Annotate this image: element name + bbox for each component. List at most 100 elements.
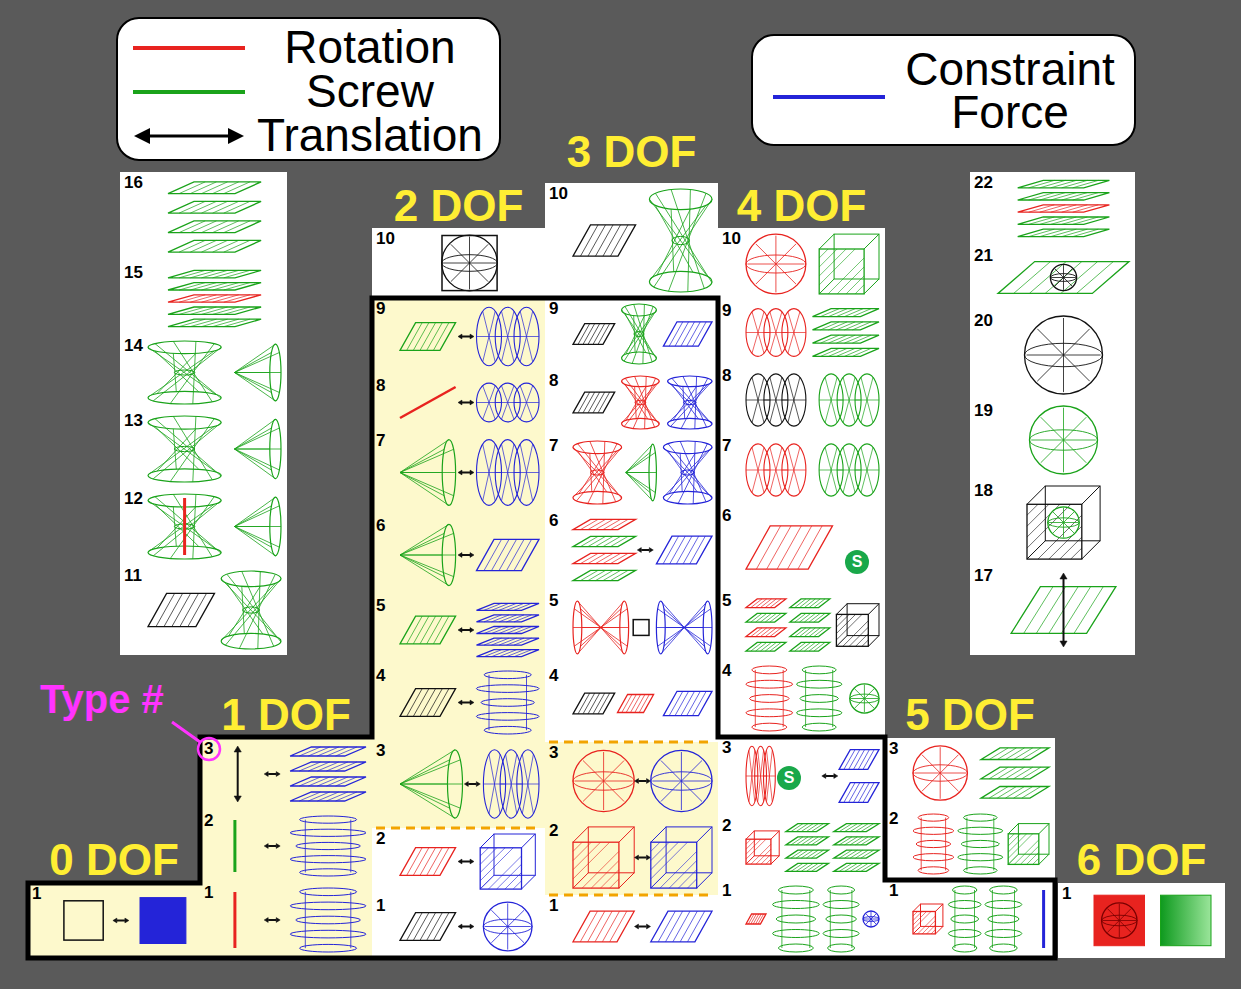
type-cell: 15: [120, 262, 287, 335]
type-number: 6: [722, 507, 731, 525]
legend-swatch: [773, 95, 885, 99]
type-cell: 6: [718, 505, 885, 590]
type-number: 16: [124, 174, 143, 192]
type-number: 1: [1062, 885, 1071, 903]
type-cell: 4: [372, 665, 545, 740]
type-number: 1: [722, 882, 731, 900]
type-cell: 6: [372, 515, 545, 595]
type-number: 5: [722, 592, 731, 610]
type-number: 6: [549, 512, 558, 530]
type-cell: 6: [545, 510, 718, 590]
legend-entry: Rotation: [250, 24, 490, 70]
dof-heading: 6 DOF: [1058, 836, 1225, 883]
type-cell: 3: [545, 742, 718, 820]
legend-swatch: [133, 90, 245, 94]
type-number: 7: [722, 437, 731, 455]
callout-label: Type #: [40, 674, 200, 724]
type-number: 17: [974, 567, 993, 585]
type-cell: 2: [200, 810, 372, 882]
type-cell: 3: [372, 740, 545, 828]
dof-heading: 5 DOF: [885, 692, 1055, 738]
type-cell: 8: [718, 365, 885, 435]
type-cell: 9: [372, 298, 545, 375]
dashed-divider: [376, 742, 714, 895]
type-number: 2: [722, 817, 731, 835]
type-cell: 5: [718, 590, 885, 660]
type-cell: 1: [545, 895, 718, 958]
legend-box: [117, 18, 500, 160]
type-cell: 3: [200, 738, 372, 810]
dof-column: 0 DOF 1: [28, 836, 200, 958]
type-cell: 11: [120, 565, 287, 655]
dof-column: 6 DOF 1: [1058, 836, 1225, 958]
type-number: 15: [124, 264, 143, 282]
dof-heading: 1 DOF: [200, 692, 372, 738]
type-cell: 1: [885, 880, 1055, 958]
type-number: 1: [549, 897, 558, 915]
type-number: 2: [204, 812, 213, 830]
dof-column: 4 DOF10987654321: [718, 183, 885, 958]
type-cell: 8: [545, 370, 718, 435]
type-cell: 8: [372, 375, 545, 430]
legend-entry: Screw: [250, 68, 490, 114]
type-number: 2: [889, 810, 898, 828]
type-cell: 5: [545, 590, 718, 665]
type-number: 1: [204, 884, 213, 902]
legend-entry: Translation: [250, 112, 490, 158]
type-cell: 10: [718, 228, 885, 300]
legend-entry: Constraint Force: [890, 48, 1130, 134]
type-number: 3: [376, 742, 385, 760]
type-number: 4: [722, 662, 731, 680]
type-number: 2: [376, 830, 385, 848]
type-number: 3: [889, 740, 898, 758]
type-number: 22: [974, 174, 993, 192]
type-number: 1: [889, 882, 898, 900]
type-number: 13: [124, 412, 143, 430]
type-cell: 7: [718, 435, 885, 505]
label-holder: S: [777, 766, 801, 790]
type-number: 18: [974, 482, 993, 500]
type-number: 9: [376, 300, 385, 318]
label-holder: Type #: [40, 674, 200, 724]
type-number: 1: [32, 885, 41, 903]
dof-heading: 2 DOF: [372, 183, 545, 228]
type-number: 7: [376, 432, 385, 450]
type-cell: 17: [970, 565, 1135, 655]
type-cell: 4: [718, 660, 885, 737]
translation-arrow: [134, 128, 244, 144]
type-cell: 1: [372, 895, 545, 958]
type-cell: 7: [372, 430, 545, 515]
type-cell: 1: [200, 882, 372, 958]
type-number: 2: [549, 822, 558, 840]
type-cell: 10: [372, 228, 545, 298]
type-cell: 13: [120, 410, 287, 488]
type-cell: 9: [718, 300, 885, 365]
type-cell: 10: [545, 183, 718, 298]
callout-circle: [198, 738, 220, 760]
type-cell: 9: [545, 298, 718, 370]
type-number: 3: [204, 740, 213, 758]
type-number: 6: [376, 517, 385, 535]
label-holder: S: [845, 550, 869, 574]
dof-column: 5 DOF 3 2 1: [885, 692, 1055, 958]
legend-text: Translation: [250, 112, 490, 158]
stair-outline: [28, 298, 1055, 958]
type-cell: 20: [970, 310, 1135, 400]
type-cell: 1: [718, 880, 885, 958]
type-number: 4: [376, 667, 385, 685]
type-number: 9: [722, 302, 731, 320]
type-number: 3: [722, 739, 731, 757]
dof-column: 2 DOF10 9 8 7 6 5 4 3 2 1: [372, 183, 545, 958]
type-cell: 1: [28, 883, 200, 958]
type-number: 10: [722, 230, 741, 248]
s-marker: S: [845, 550, 869, 574]
legend-text: Constraint Force: [890, 48, 1130, 134]
dof-heading: 0 DOF: [28, 836, 200, 883]
dof-heading: 3 DOF: [545, 123, 718, 181]
type-number: 4: [549, 667, 558, 685]
type-cell: 16: [120, 172, 287, 262]
type-number: 7: [549, 437, 558, 455]
type-number: 5: [376, 597, 385, 615]
type-number: 12: [124, 490, 143, 508]
